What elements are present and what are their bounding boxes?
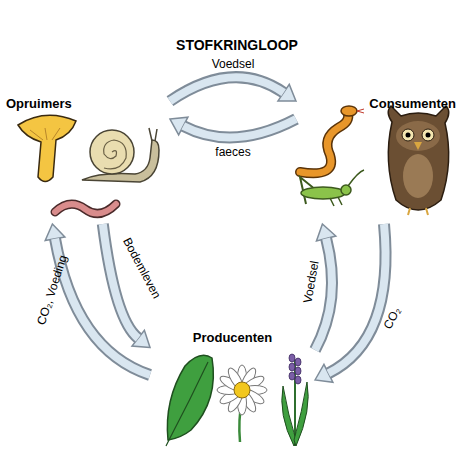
arrow-fill xyxy=(328,224,385,373)
snake-outline xyxy=(300,114,348,173)
plant-floret xyxy=(289,372,295,380)
arrow-outline xyxy=(328,224,385,373)
arrow-outline xyxy=(183,119,296,137)
owl-illustration xyxy=(388,106,449,215)
snail-feelers xyxy=(149,128,157,141)
grasshopper-legs xyxy=(330,170,364,206)
group-heading: Producenten xyxy=(150,330,315,346)
plant-leaf xyxy=(282,386,296,446)
arrow-head xyxy=(45,224,65,241)
group-node: Producenten xyxy=(150,330,315,455)
cycle-arrow xyxy=(170,77,296,101)
arrow-label: faeces xyxy=(215,145,250,159)
worm-illustration xyxy=(55,204,116,213)
arrow-outline xyxy=(315,239,332,350)
group-node: Consumenten xyxy=(296,96,472,224)
diagram-title: STOFKRINGLOOP xyxy=(0,37,474,53)
owl-body xyxy=(388,106,449,210)
group-heading: Opruimers xyxy=(6,96,170,112)
plant-floret xyxy=(295,367,301,375)
worm-body xyxy=(55,204,116,213)
owl-face xyxy=(396,121,440,151)
snake-body xyxy=(300,114,348,173)
arrow-label: Voedsel xyxy=(300,260,321,304)
arrow-head xyxy=(316,224,335,241)
grasshopper-head xyxy=(341,185,351,195)
owl-eye xyxy=(402,129,414,141)
arrow-outline xyxy=(170,77,284,101)
grasshopper-illustration xyxy=(300,170,364,206)
snake-illustration xyxy=(300,106,364,173)
arrow-fill xyxy=(170,77,284,101)
snail-spiral xyxy=(104,140,127,169)
snake-tongue xyxy=(357,109,364,113)
snail-illustration xyxy=(82,128,159,182)
arrow-fill xyxy=(183,119,296,137)
plant-illustration xyxy=(282,354,308,446)
plant-flower-spike xyxy=(289,354,301,384)
daisy-illustration xyxy=(217,365,267,442)
owl-eye xyxy=(422,129,434,141)
leaf-illustration xyxy=(166,355,213,446)
daisy-petals xyxy=(217,365,267,415)
plant-floret xyxy=(289,363,295,371)
daisy-center xyxy=(234,382,250,398)
leaf-vein xyxy=(166,362,208,446)
mushroom-gills xyxy=(30,128,60,140)
group-node: Opruimers xyxy=(2,96,170,224)
arrow-label: Bodemleven xyxy=(120,235,164,300)
cycle-arrow xyxy=(170,117,296,137)
owl-pupil xyxy=(406,133,411,138)
cycle-arrow xyxy=(315,224,336,350)
worm-outline xyxy=(55,204,116,213)
cycle-arrow xyxy=(315,224,386,382)
snail-shell xyxy=(90,130,134,174)
plant-leaf xyxy=(294,382,308,446)
group-heading: Consumenten xyxy=(296,96,456,112)
owl-beak xyxy=(414,142,422,150)
plant-floret xyxy=(295,358,301,366)
owl-belly xyxy=(403,154,433,198)
owl-pupil xyxy=(426,133,431,138)
mushroom-illustration xyxy=(18,115,76,181)
snake-head xyxy=(341,106,357,116)
arrow-label: Voedsel xyxy=(212,57,255,71)
arrow-fill xyxy=(315,239,332,350)
plant-floret xyxy=(295,376,301,384)
plant-floret xyxy=(289,354,295,362)
mushroom-shape xyxy=(18,115,76,181)
owl-feet xyxy=(408,208,428,215)
